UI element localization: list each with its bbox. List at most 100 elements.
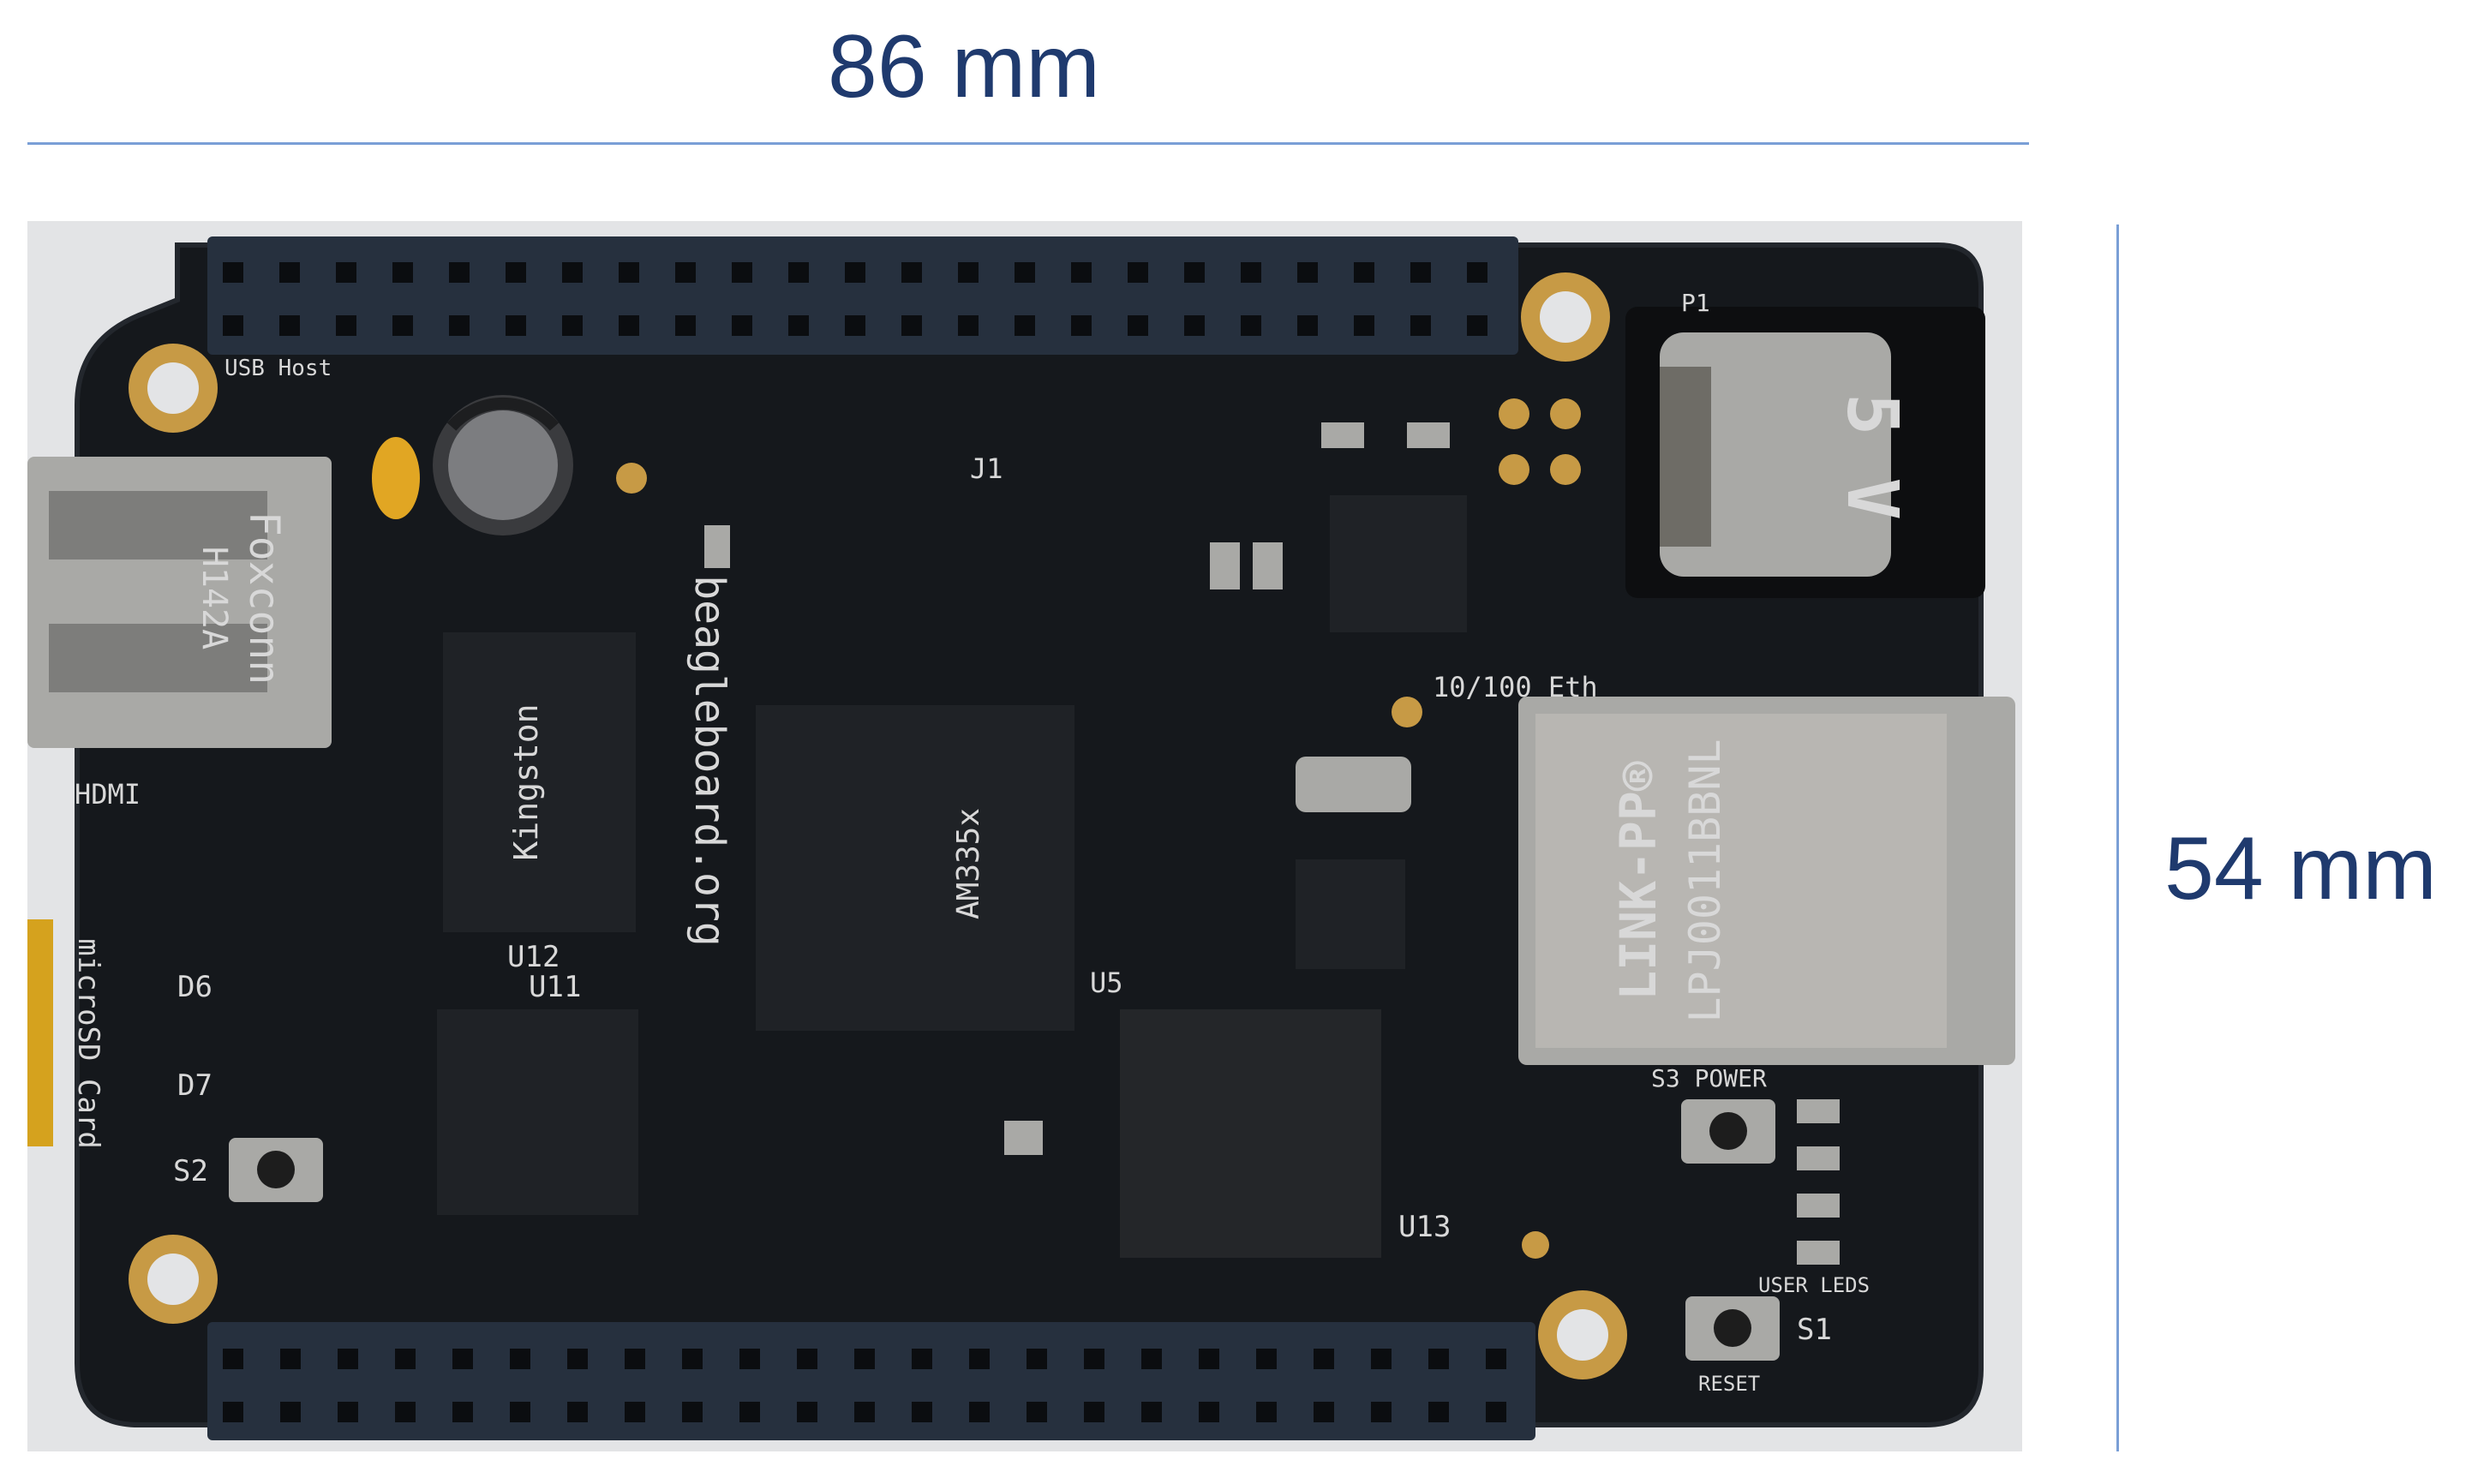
silk-reset: RESET (1698, 1372, 1760, 1396)
silk-usb: USB Host (224, 356, 332, 381)
header-socket (969, 1349, 990, 1369)
header-socket (1354, 315, 1374, 336)
header-socket (1084, 1349, 1104, 1369)
header-socket (682, 1349, 703, 1369)
height-dimension-label: 54 mm (2164, 819, 2437, 919)
header-socket (732, 262, 752, 283)
header-socket (1027, 1402, 1047, 1422)
power-jack-label: 5 V (1831, 393, 1912, 520)
header-socket (739, 1349, 760, 1369)
header-socket (797, 1402, 817, 1422)
header-socket (1297, 315, 1318, 336)
header-socket (280, 1402, 301, 1422)
header-socket (338, 1402, 358, 1422)
header-socket (797, 1349, 817, 1369)
header-socket (675, 315, 696, 336)
header-socket (845, 262, 865, 283)
header-socket (854, 1402, 875, 1422)
silk-u5: U5 (1090, 966, 1123, 999)
emmc-chip (1120, 1009, 1381, 1258)
header-socket (1128, 315, 1148, 336)
ic-top-right (1330, 495, 1467, 632)
header-socket (223, 1349, 243, 1369)
bottom-pin-header (207, 1322, 1535, 1440)
ethernet-jack: LINK-PP® LPJ0011BBNL (1518, 697, 2015, 1065)
header-socket (1486, 1349, 1506, 1369)
header-socket (336, 262, 356, 283)
nxp-chip (437, 1009, 638, 1215)
header-socket (1428, 1349, 1449, 1369)
header-socket (510, 1349, 530, 1369)
header-socket (1314, 1402, 1334, 1422)
silk-d7: D7 (177, 1068, 212, 1103)
header-socket (223, 1402, 243, 1422)
header-socket (1467, 315, 1487, 336)
silk-power: S3 POWER (1651, 1064, 1767, 1092)
usb-host-connector: Foxconn H142A (27, 457, 332, 748)
header-socket (1141, 1402, 1162, 1422)
header-socket (1184, 262, 1205, 283)
silk-hdmi: HDMI (75, 778, 141, 811)
header-socket (567, 1349, 588, 1369)
usb-code: H142A (195, 547, 234, 649)
header-socket (901, 315, 922, 336)
header-socket (562, 262, 583, 283)
silk-u13: U13 (1398, 1210, 1451, 1244)
silk-j1: J1 (970, 452, 1003, 485)
header-socket (452, 1402, 473, 1422)
header-socket (1410, 315, 1431, 336)
top-pin-header (207, 236, 1518, 355)
header-socket (625, 1349, 645, 1369)
header-socket (625, 1402, 645, 1422)
header-socket (506, 315, 526, 336)
header-socket (901, 262, 922, 283)
ic-middle-right (1296, 859, 1405, 969)
memory-chip: Kingston (443, 632, 636, 932)
header-socket (675, 262, 696, 283)
silk-s1: S1 (1797, 1313, 1832, 1347)
header-socket (1467, 262, 1487, 283)
silk-microsd: microSD Card (71, 938, 105, 1149)
header-socket (1071, 262, 1092, 283)
header-socket (395, 1402, 416, 1422)
ethernet-brand: LINK-PP® (1609, 761, 1667, 1000)
silk-p1: P1 (1681, 289, 1710, 317)
silk-s2: S2 (173, 1154, 208, 1188)
user-leds (1797, 1099, 1840, 1265)
header-socket (1486, 1402, 1506, 1422)
header-socket (1241, 262, 1261, 283)
header-socket (958, 262, 979, 283)
mounting-holes (129, 272, 1627, 1379)
header-socket (1184, 315, 1205, 336)
brand-silkscreen: beagleboard.org (685, 575, 733, 946)
header-socket (854, 1349, 875, 1369)
header-socket (1256, 1402, 1277, 1422)
electrolytic-capacitor (433, 395, 573, 536)
ethernet-part: LPJ0011BBNL (1680, 739, 1730, 1022)
silk-d6: D6 (177, 970, 212, 1004)
processor-label: AM335x (951, 808, 986, 919)
header-socket (392, 315, 413, 336)
header-socket (1314, 1349, 1334, 1369)
header-socket (788, 262, 809, 283)
header-socket (788, 315, 809, 336)
header-socket (510, 1402, 530, 1422)
smd-components (616, 398, 1581, 1259)
width-dimension-label: 86 mm (828, 17, 1100, 117)
header-socket (1371, 1402, 1392, 1422)
header-socket (1084, 1402, 1104, 1422)
header-socket (912, 1402, 932, 1422)
header-socket (279, 262, 300, 283)
header-socket (1128, 262, 1148, 283)
header-socket (958, 315, 979, 336)
fuse (372, 437, 420, 519)
power-jack: 5 V (1625, 307, 1985, 598)
header-socket (1015, 315, 1035, 336)
header-socket (506, 262, 526, 283)
silk-eth: 10/100 Eth (1433, 671, 1598, 703)
header-socket (280, 1349, 301, 1369)
header-socket (392, 262, 413, 283)
processor-chip: AM335x (756, 705, 1074, 1031)
header-socket (1027, 1349, 1047, 1369)
